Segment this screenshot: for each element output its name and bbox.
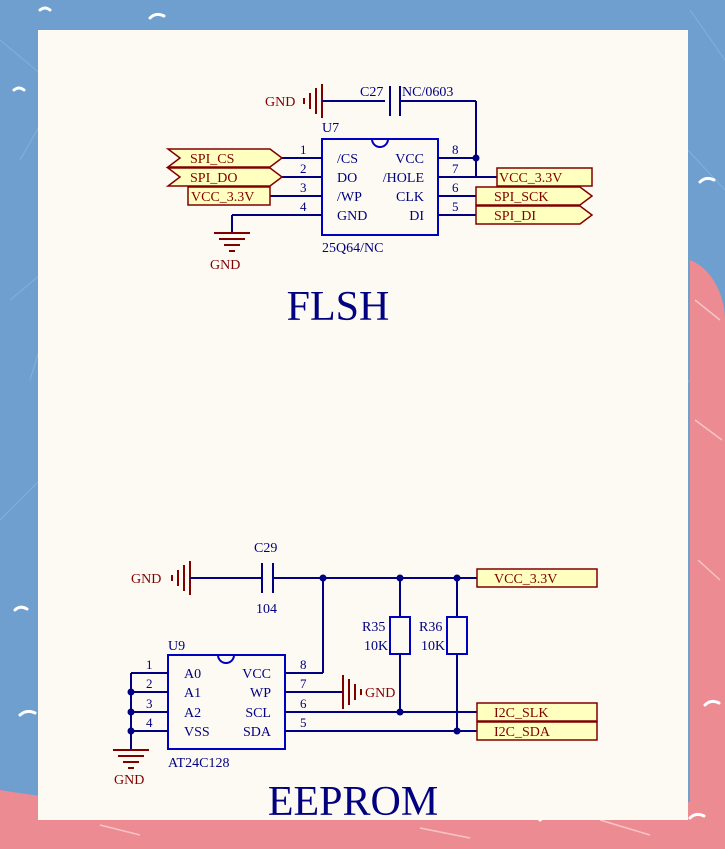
flash-pin-name-8: VCC	[395, 152, 424, 167]
flash-port-spi-di-label: SPI_DI	[494, 209, 536, 224]
eeprom-gnd-wp-label: GND	[365, 686, 395, 701]
flash-port-vcc-left: VCC_3.3V	[187, 186, 271, 206]
eeprom-port-i2c-sda: I2C_SDA	[476, 721, 598, 741]
flash-port-spi-cs-label: SPI_CS	[190, 152, 234, 167]
eeprom-pin-num-7: 7	[300, 676, 307, 691]
flash-pin-num-4: 4	[300, 199, 307, 214]
flash-port-vcc-right: VCC_3.3V	[496, 167, 593, 187]
flash-port-vcc-right-label: VCC_3.3V	[499, 171, 562, 186]
flash-pin-name-1: /CS	[337, 152, 358, 167]
flash-port-spi-sck: SPI_SCK	[475, 186, 594, 206]
eeprom-ic-body	[167, 654, 286, 750]
eeprom-gnd-cap-label: GND	[131, 572, 161, 587]
flash-gnd-top-label: GND	[265, 95, 295, 110]
flash-gnd-top-symbol	[303, 84, 323, 118]
flash-pin-num-8: 8	[452, 142, 459, 157]
eeprom-ic-ref: U9	[168, 639, 185, 654]
eeprom-pin-num-4: 4	[146, 715, 153, 730]
flash-port-spi-do-label: SPI_DO	[190, 171, 237, 186]
flash-cap-ref: C27	[360, 85, 383, 100]
eeprom-port-vcc-label: VCC_3.3V	[494, 572, 557, 587]
flash-pin-num-1: 1	[300, 142, 307, 157]
eeprom-port-i2c-slk-label: I2C_SLK	[494, 706, 548, 721]
eeprom-r36-body	[446, 616, 468, 655]
eeprom-ic-part: AT24C128	[168, 756, 229, 771]
flash-port-spi-cs: SPI_CS	[165, 148, 284, 168]
eeprom-pin-name-2: A1	[184, 686, 201, 701]
eeprom-pin-num-6: 6	[300, 696, 307, 711]
paper-sheet	[38, 30, 688, 820]
flash-left-pins	[231, 157, 322, 232]
eeprom-r36-ref: R36	[419, 620, 442, 635]
eeprom-junction-sda	[453, 727, 461, 735]
flash-pin-num-6: 6	[452, 180, 459, 195]
flash-pin-name-4: GND	[337, 209, 367, 224]
eeprom-pin-name-4: VSS	[184, 725, 210, 740]
flash-port-spi-di: SPI_DI	[475, 205, 594, 225]
flash-title: FLSH	[287, 284, 390, 330]
eeprom-title: EEPROM	[268, 779, 438, 825]
eeprom-pin-num-2: 2	[146, 676, 153, 691]
eeprom-left-junction-2	[127, 708, 135, 716]
flash-section: GND C27 NC/0603 U7 25Q64/NC /CS DO /WP G…	[165, 84, 594, 330]
flash-gnd-bottom-symbol	[214, 232, 250, 252]
eeprom-r35-body	[389, 616, 411, 655]
eeprom-port-i2c-slk: I2C_SLK	[476, 702, 598, 722]
flash-gnd-bottom-label: GND	[210, 258, 240, 273]
eeprom-gnd-wp-symbol	[342, 675, 362, 709]
eeprom-r36-value: 10K	[421, 639, 445, 654]
eeprom-pin-num-8: 8	[300, 657, 307, 672]
eeprom-cap-value: 104	[256, 602, 277, 617]
flash-pin-name-2: DO	[337, 171, 357, 186]
flash-port-vcc-left-label: VCC_3.3V	[191, 190, 254, 205]
eeprom-section: GND C29 104 R35 10K R36 10K U9	[113, 541, 598, 825]
eeprom-cap-c29	[261, 563, 274, 593]
eeprom-pin-num-3: 3	[146, 696, 153, 711]
flash-pin-num-7: 7	[452, 161, 459, 176]
flash-pin-num-3: 3	[300, 180, 307, 195]
eeprom-port-vcc: VCC_3.3V	[476, 568, 598, 588]
flash-pin-name-7: /HOLE	[383, 171, 424, 186]
flash-port-spi-sck-label: SPI_SCK	[494, 190, 548, 205]
eeprom-gnd-cap-symbol	[171, 561, 191, 595]
eeprom-left-junction-3	[127, 727, 135, 735]
flash-pin-name-5: DI	[409, 209, 424, 224]
pink-texture	[99, 299, 723, 839]
flash-right-pins	[438, 157, 476, 216]
eeprom-pin-num-1: 1	[146, 657, 153, 672]
eeprom-r35-ref: R35	[362, 620, 385, 635]
eeprom-gnd-bottom-symbol	[113, 749, 149, 769]
flash-ic-body	[321, 138, 439, 236]
flash-cap-c27	[389, 86, 401, 116]
eeprom-gnd-bottom-label: GND	[114, 773, 144, 788]
flash-ic-notch	[371, 138, 389, 148]
flash-ic-part: 25Q64/NC	[322, 241, 383, 256]
eeprom-pin-name-6: SCL	[245, 706, 271, 721]
eeprom-pin-name-3: A2	[184, 706, 201, 721]
flash-port-spi-do: SPI_DO	[165, 167, 284, 187]
eeprom-left-pins	[130, 672, 168, 750]
eeprom-left-junction-1	[127, 688, 135, 696]
flash-pin-num-5: 5	[452, 199, 459, 214]
eeprom-pin-num-5: 5	[300, 715, 307, 730]
eeprom-r35-value: 10K	[364, 639, 388, 654]
eeprom-pin-name-1: A0	[184, 667, 201, 682]
eeprom-cap-ref: C29	[254, 541, 277, 556]
eeprom-pin-name-5: SDA	[243, 725, 272, 740]
eeprom-ic-notch	[217, 654, 235, 664]
flash-pin-name-3: /WP	[337, 190, 362, 205]
eeprom-port-i2c-sda-label: I2C_SDA	[494, 725, 551, 740]
flash-pin-num-2: 2	[300, 161, 307, 176]
eeprom-right-pins	[285, 672, 477, 732]
eeprom-pin-name-8: VCC	[242, 667, 271, 682]
flash-ic-ref: U7	[322, 121, 339, 136]
eeprom-pin-name-7: WP	[250, 686, 271, 701]
flash-cap-value: NC/0603	[402, 85, 453, 100]
eeprom-junction-scl	[396, 708, 404, 716]
flash-pin-name-6: CLK	[396, 190, 424, 205]
